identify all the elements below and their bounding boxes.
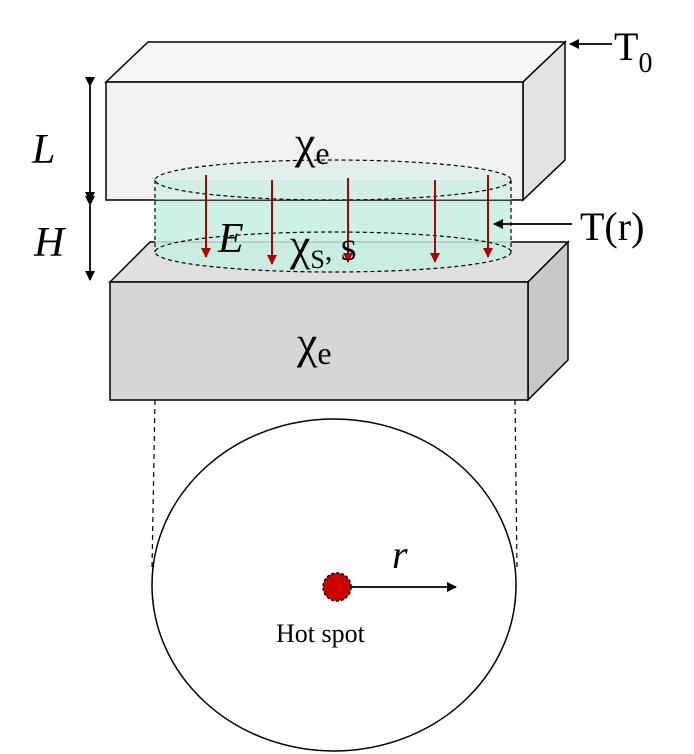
- bottom-slab-front-face: [109, 281, 529, 401]
- cylinder-body: [155, 180, 511, 272]
- top-slab-top-face: [104, 41, 567, 83]
- projection-line-right: [514, 399, 518, 569]
- electric-field-arrows: [201, 175, 493, 265]
- top-slab-chi-label: χe: [294, 117, 330, 171]
- hot-spot-label: Hot spot: [276, 619, 366, 648]
- hot-spot-dot: [322, 572, 352, 602]
- field-label: E: [217, 216, 244, 262]
- bottom-slab-chi-label: χe: [296, 317, 332, 371]
- plan-view-circle: [151, 418, 517, 752]
- cylinder-overlay: [154, 159, 512, 252]
- layer-chi-label: χS,S: [289, 219, 357, 274]
- radius-label: r: [392, 532, 408, 577]
- cylinder-top-half: [155, 180, 511, 200]
- height-label: H: [33, 220, 67, 266]
- length-label: L: [31, 127, 55, 173]
- top-temp-label: T0: [614, 24, 652, 79]
- projection-lines: [151, 399, 518, 569]
- cylinder-top-rim: [154, 159, 512, 201]
- projection-line-left: [151, 399, 156, 569]
- interface-temp-label: T(r): [580, 204, 644, 249]
